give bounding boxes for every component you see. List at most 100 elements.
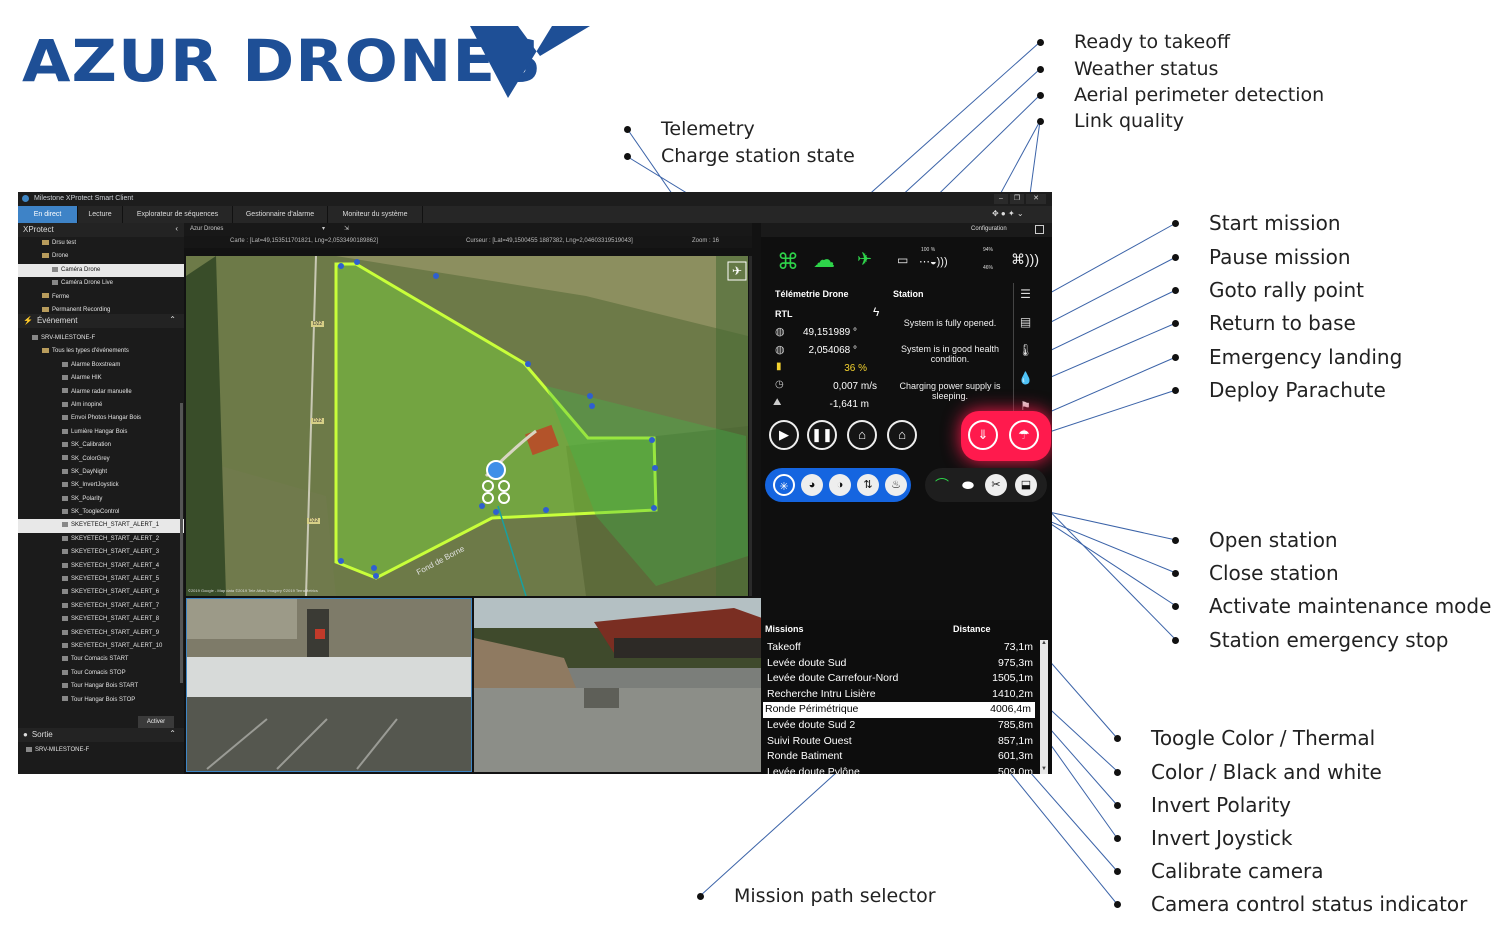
invert-joystick-button[interactable]: ⇅ xyxy=(857,474,879,496)
tab-en-direct[interactable]: En direct xyxy=(18,206,78,223)
drone-control-panel: Configuration ⌘ ☁ ✈ ▭ 100 % ⋯◒))) 94% 46… xyxy=(761,223,1052,774)
start-mission-button[interactable]: ▶ xyxy=(769,420,799,450)
tab-explorateur[interactable]: Explorateur de séquences xyxy=(123,206,233,223)
mission-name: Levée doute Sud xyxy=(767,656,847,669)
dropdown-icon[interactable]: ▾ xyxy=(322,226,326,232)
collapse-icon[interactable]: ‹ xyxy=(175,224,178,233)
deploy-parachute-button[interactable]: ☂ xyxy=(1009,420,1039,450)
tree-item[interactable]: Tour Hangar Bois STOP xyxy=(18,694,184,707)
tree-item[interactable]: Lumière Hangar Bois xyxy=(18,426,184,439)
tree-item[interactable]: SKEYETECH_START_ALERT_10 xyxy=(18,640,184,653)
tree-item[interactable]: SKEYETECH_START_ALERT_8 xyxy=(18,613,184,626)
tree-item[interactable]: Tous les types d'événements xyxy=(18,345,184,358)
view-selector[interactable]: Azur Drones xyxy=(190,226,224,232)
toggle-color-thermal-button[interactable]: ♨ xyxy=(885,474,907,496)
maintenance-mode-button[interactable]: ✂ xyxy=(985,474,1007,496)
window-title: Milestone XProtect Smart Client xyxy=(34,195,134,202)
battery-icon: ▮ xyxy=(776,361,782,372)
maximize-view-icon[interactable] xyxy=(1035,225,1044,234)
chevron-up-icon[interactable]: ⌃ xyxy=(169,729,176,738)
tree-item[interactable]: SK_ColorGrey xyxy=(18,453,184,466)
output-header[interactable]: ●Sortie ⌃ xyxy=(18,728,184,742)
map-scrollbar[interactable] xyxy=(749,256,752,596)
tree-item[interactable]: SKEYETECH_START_ALERT_4 xyxy=(18,560,184,573)
tree-item[interactable]: SK_ToogleControl xyxy=(18,506,184,519)
tab-gestionnaire-alarme[interactable]: Gestionnaire d'alarme xyxy=(233,206,328,223)
tree-item[interactable]: SK_Polarity xyxy=(18,493,184,506)
chevron-up-icon[interactable]: ⌃ xyxy=(169,315,176,324)
close-station-button[interactable]: ⬬ xyxy=(962,477,974,493)
mission-map[interactable]: ✈ D22 D22 D22 Fond de Borne ©2019 Google… xyxy=(186,256,748,596)
open-station-button[interactable]: ⌒ xyxy=(935,477,949,493)
tree-item[interactable]: SKEYETECH_START_ALERT_5 xyxy=(18,573,184,586)
tree-item[interactable]: SKEYETECH_START_ALERT_6 xyxy=(18,586,184,599)
hangar-camera-feed[interactable] xyxy=(474,598,762,772)
pause-mission-button[interactable]: ❚❚ xyxy=(807,420,837,450)
telemetry-title: Télémetrie Drone xyxy=(775,289,849,299)
station-door-status: System is fully opened. xyxy=(903,318,997,328)
emergency-landing-button[interactable]: ⇓ xyxy=(968,420,998,450)
scrollbar[interactable] xyxy=(180,403,183,683)
tree-item[interactable]: Drsu test xyxy=(18,237,184,250)
minimize-button[interactable]: – xyxy=(994,194,1008,204)
output-server-item[interactable]: SRV-MILESTONE-F xyxy=(26,744,89,757)
tree-item[interactable]: SK_Calibration xyxy=(18,439,184,452)
tree-item[interactable]: Drone xyxy=(18,250,184,263)
maximize-button[interactable]: ❐ xyxy=(1010,194,1024,204)
tree-item[interactable]: Tour Hangar Bois START xyxy=(18,680,184,693)
edit-view-icon[interactable]: ⇲ xyxy=(344,226,350,232)
tree-item-label: SK_Calibration xyxy=(71,442,112,449)
color-bw-button[interactable]: ◕ xyxy=(801,474,823,496)
tree-item[interactable]: SKEYETECH_START_ALERT_9 xyxy=(18,627,184,640)
toolbar-icons[interactable]: ✥ ● ✦ ⌄ xyxy=(992,209,1024,218)
tree-item[interactable]: SKEYETECH_START_ALERT_3 xyxy=(18,546,184,559)
activate-button[interactable]: Activer xyxy=(138,716,174,728)
goto-rally-point-button[interactable]: ⌂ xyxy=(847,420,877,450)
tab-moniteur[interactable]: Moniteur du système xyxy=(328,206,423,223)
tree-item[interactable]: Alm inopiné xyxy=(18,399,184,412)
configuration-link[interactable]: Configuration xyxy=(971,226,1007,232)
tree-item[interactable]: Tour Comacis STOP xyxy=(18,667,184,680)
missions-scrollbar[interactable]: ▲ ▼ xyxy=(1040,640,1048,774)
camera-control-status-indicator[interactable]: ✳ xyxy=(773,474,795,496)
station-side-icons: ☰ ▤ 🌡 💧 ⚑ xyxy=(1013,283,1037,427)
tree-item[interactable]: SKEYETECH_START_ALERT_2 xyxy=(18,533,184,546)
event-icon xyxy=(62,401,68,407)
tree-item[interactable]: Alarme radar manuelle xyxy=(18,386,184,399)
app-window: Milestone XProtect Smart Client – ❐ ✕ En… xyxy=(18,192,1052,774)
tree-item[interactable]: SRV-MILESTONE-F xyxy=(18,332,184,345)
return-to-base-button[interactable]: ⌂ xyxy=(887,420,917,450)
tree-item[interactable]: Ferme xyxy=(18,291,184,304)
station-camera-feed[interactable] xyxy=(186,598,472,772)
invert-polarity-button[interactable]: ◑ xyxy=(829,474,851,496)
satellite-map[interactable]: ✈ xyxy=(186,256,748,596)
events-header[interactable]: ⚡Événement ⌃ xyxy=(18,314,184,328)
tree-item[interactable]: Envoi Photos Hangar Bois xyxy=(18,412,184,425)
tree-item[interactable]: SKEYETECH_START_ALERT_1 xyxy=(18,519,184,533)
station-door-icon: ▤ xyxy=(1019,315,1032,329)
tree-item[interactable]: Alarme Boxstream xyxy=(18,359,184,372)
tree-item[interactable]: Tour Comacis START xyxy=(18,653,184,666)
tree-item[interactable]: SK_InvertJoystick xyxy=(18,479,184,492)
missions-header: Missions xyxy=(765,624,804,634)
tab-lecture[interactable]: Lecture xyxy=(78,206,123,223)
tree-item[interactable]: SKEYETECH_START_ALERT_7 xyxy=(18,600,184,613)
tree-item[interactable]: Alarme HIK xyxy=(18,372,184,385)
station-emergency-stop-button[interactable]: ⬓ xyxy=(1015,474,1037,496)
tree-item[interactable]: Permanent Recording xyxy=(18,304,184,317)
tree-item[interactable]: Caméra Drone xyxy=(18,263,184,278)
close-button[interactable]: ✕ xyxy=(1026,194,1046,204)
tree-item[interactable]: SK_DayNight xyxy=(18,466,184,479)
map-compass[interactable] xyxy=(727,261,747,281)
tree-item-label: SKEYETECH_START_ALERT_8 xyxy=(71,616,160,623)
tree-item[interactable]: Caméra Drone Live xyxy=(18,277,184,290)
